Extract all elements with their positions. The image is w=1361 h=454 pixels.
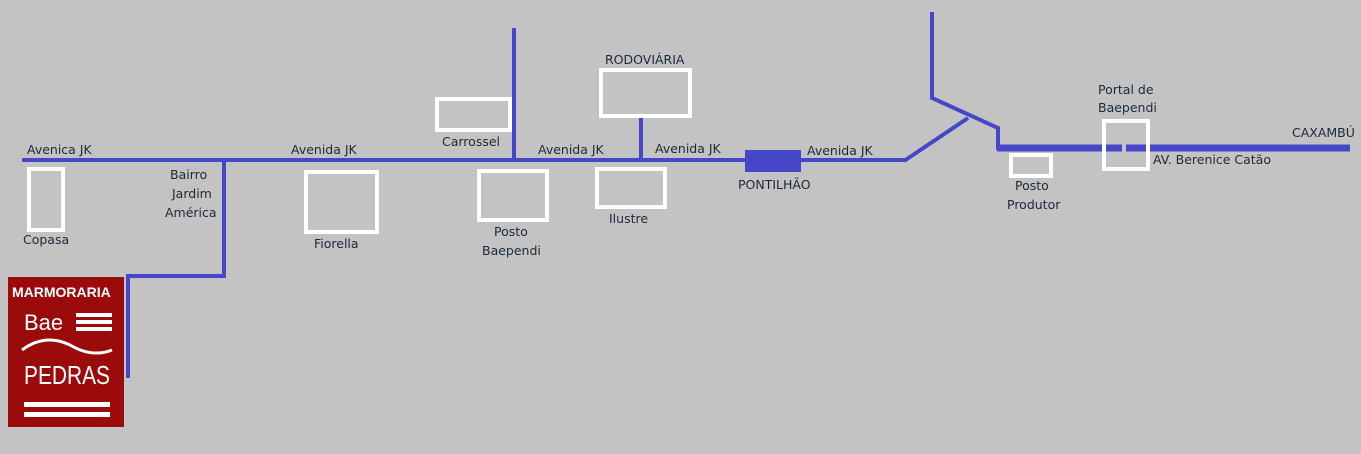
ilustre-label: Ilustre: [609, 211, 648, 226]
berenice-label: AV. Berenice Catão: [1153, 152, 1271, 167]
carrossel-box: [435, 97, 512, 132]
rodoviaria-label: RODOVIÁRIA: [605, 52, 685, 67]
portal-box: [1102, 119, 1150, 171]
road-diagonal: [902, 116, 970, 163]
copasa-label: Copasa: [23, 232, 69, 247]
marmoraria-baepedras-logo: MARMORARIA Bae PEDRAS: [8, 277, 124, 427]
bairro-label: América: [165, 205, 217, 220]
road-label: Avenida JK: [291, 142, 358, 157]
road-label: Avenida JK: [655, 141, 722, 156]
landmarks: [27, 68, 1150, 234]
road-label: Avenida JK: [807, 143, 874, 158]
bairro-label: Bairro: [170, 167, 207, 182]
road-bairro-jardim-america: [126, 162, 226, 378]
pontilhao-bridge: [745, 150, 801, 172]
posto-baependi-label: Posto: [494, 224, 528, 239]
carrossel-label: Carrossel: [442, 134, 500, 149]
portal-label: Portal de: [1098, 82, 1154, 97]
bairro-label: Jardim: [171, 186, 212, 201]
logo-text: Bae: [24, 310, 63, 335]
logo-text: PEDRAS: [24, 360, 110, 390]
road-label: Avenica JK: [27, 142, 92, 157]
posto-produtor-label: Produtor: [1007, 197, 1061, 212]
pontilhao-label: PONTILHÃO: [738, 177, 811, 192]
ilustre-box: [595, 167, 667, 209]
portal-label: Baependi: [1098, 100, 1157, 115]
posto-baependi-label: Baependi: [482, 243, 541, 258]
portal-gap: [1122, 144, 1126, 152]
caxambu-label: CAXAMBÚ: [1292, 125, 1355, 140]
labels: Avenica JK Avenida JK Avenida JK Avenida…: [23, 52, 1355, 258]
posto-baependi-box: [477, 169, 549, 222]
copasa-box: [27, 167, 65, 232]
roads: [22, 12, 1350, 378]
fiorella-box: [304, 170, 379, 234]
road-label: Avenida JK: [538, 142, 605, 157]
road-north-branch: [930, 12, 1000, 150]
posto-produtor-label: Posto: [1015, 178, 1049, 193]
logo-text: MARMORARIA: [12, 284, 111, 300]
fiorella-label: Fiorella: [314, 236, 359, 251]
posto-produtor-box: [1009, 153, 1053, 178]
rodoviaria-box: [599, 68, 692, 118]
